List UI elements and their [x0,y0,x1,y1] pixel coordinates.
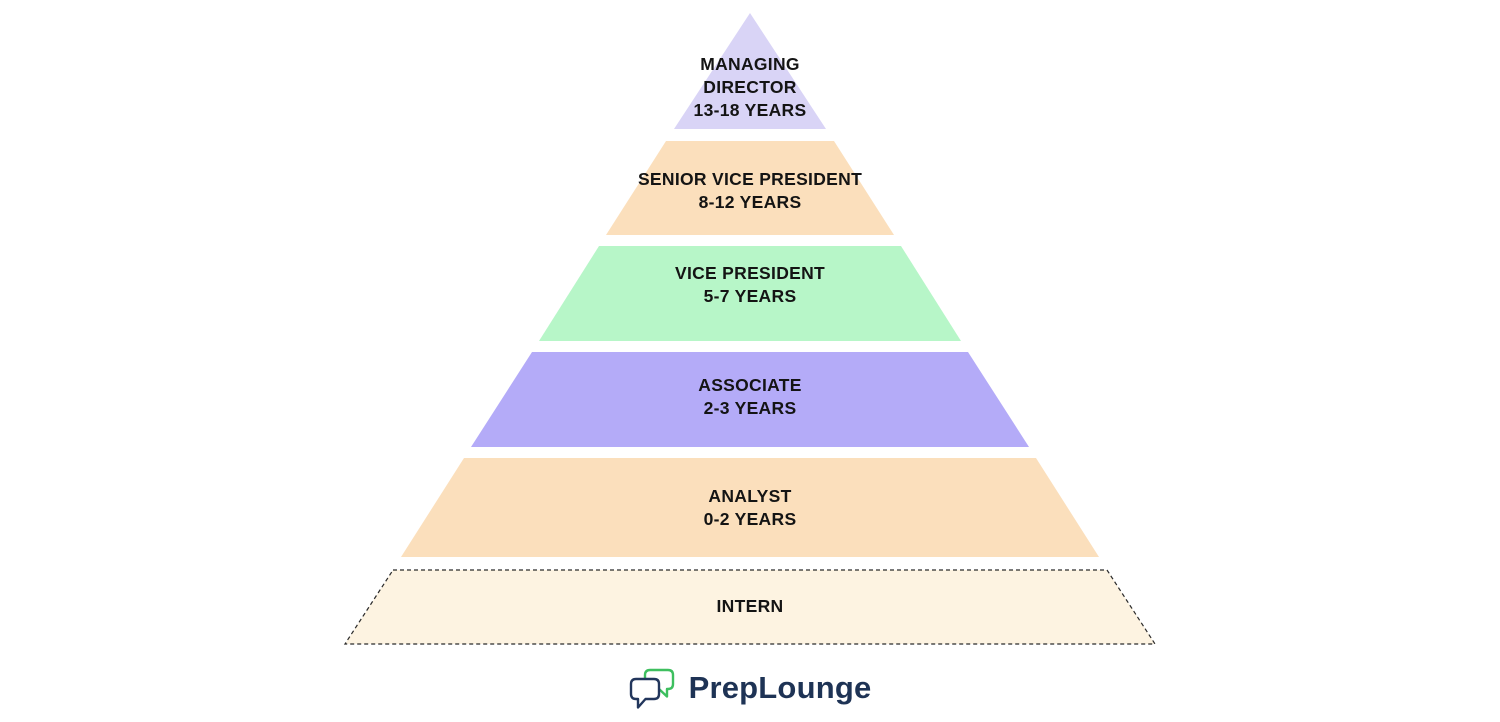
pyramid-segment-senior-vice-president [606,141,894,235]
chat-bubbles-icon [629,668,674,709]
pyramid-segment-associate [471,352,1029,447]
brand-logo: PrepLounge [0,668,1500,711]
pyramid-segment-managing-director [674,13,826,129]
pyramid-segment-analyst [401,458,1099,557]
pyramid-segment-intern [343,569,1157,645]
navy-chat-bubble [629,677,660,709]
brand-name: PrepLounge [688,670,872,705]
pyramid-segment-vice-president [539,246,961,341]
